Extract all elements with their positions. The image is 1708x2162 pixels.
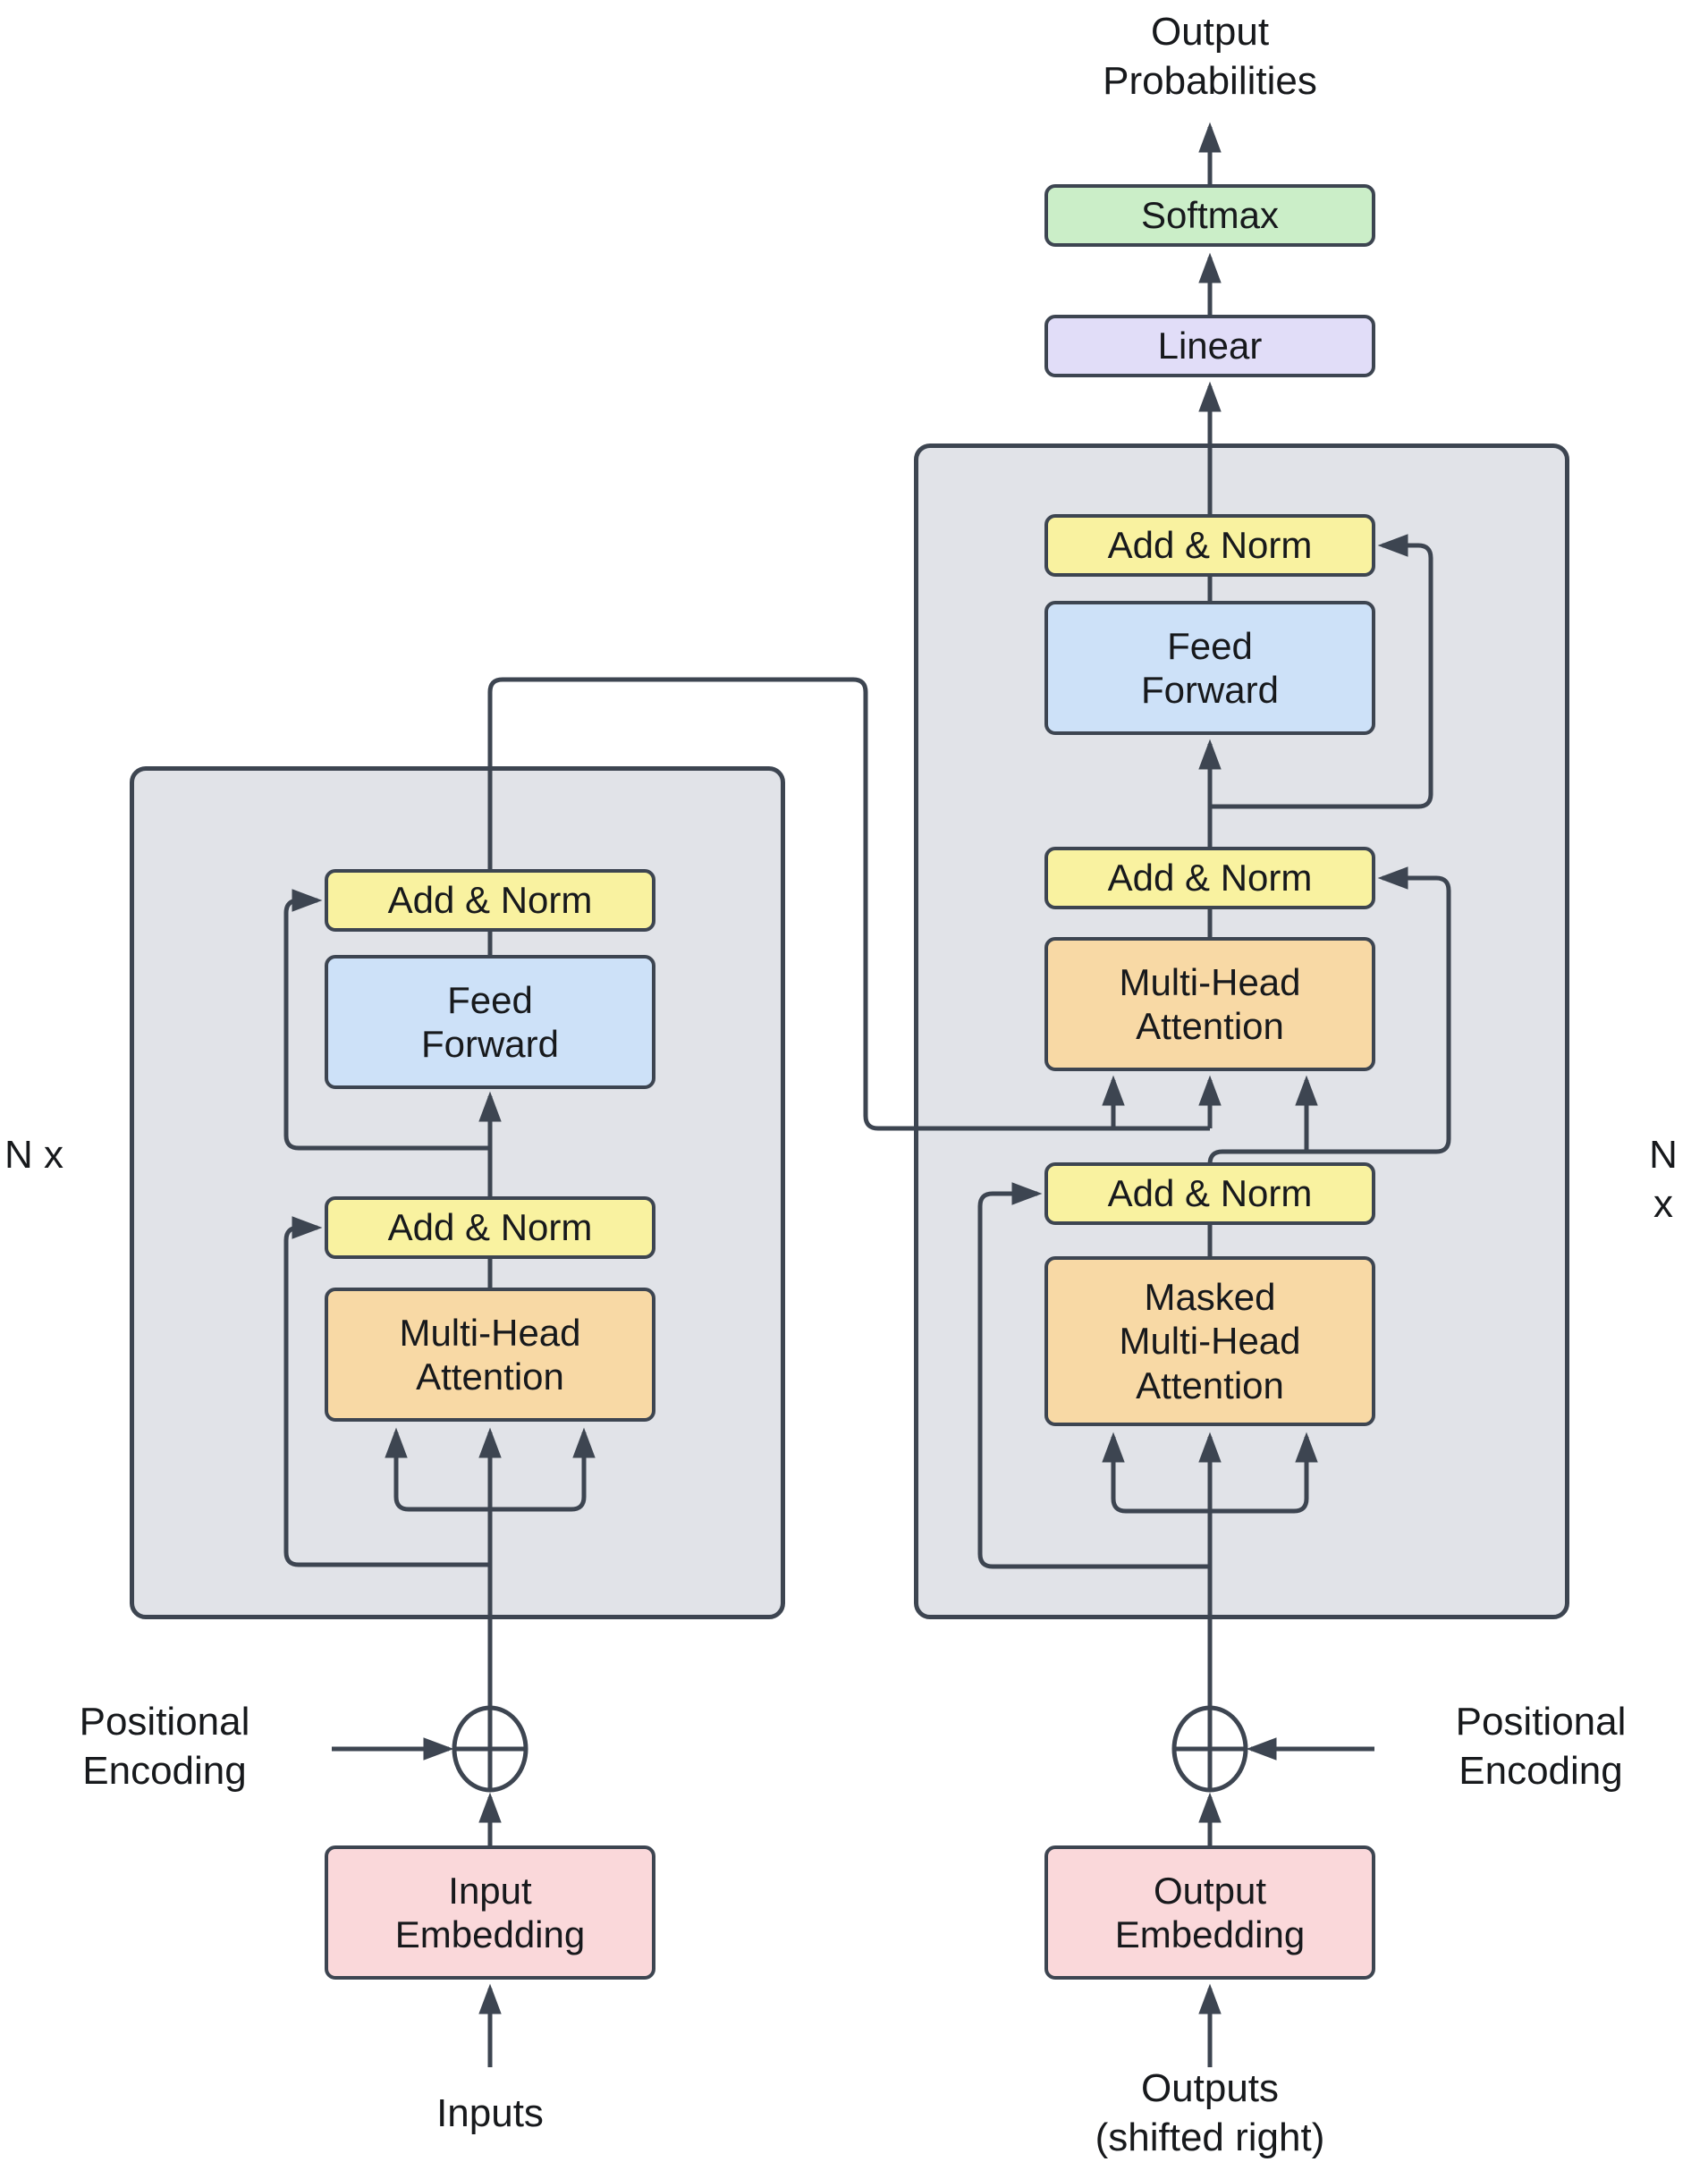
positional-encoding-right-label: Positional Encoding (1455, 1700, 1627, 1793)
residual-decoder-maskedmha-to-addnorm (977, 1182, 1210, 1569)
add-positional-cross-right (1174, 1708, 1246, 1790)
decoder-feed-forward-label: Feed Forward (1140, 624, 1280, 711)
residual-encoder-ff-to-addnorm-top (283, 889, 490, 1151)
decoder-add-norm-top-label: Add & Norm (1107, 524, 1313, 567)
input-embedding-label: Input Embedding (394, 1869, 586, 1955)
wire-encoder-qkv-branch-left (385, 1427, 490, 1512)
linear-block: Linear (1044, 315, 1375, 377)
decoder-add-norm-bottom-label: Add & Norm (1107, 1172, 1313, 1215)
decoder-add-norm-middle-block: Add & Norm (1044, 847, 1375, 909)
positional-encoding-left-label: Positional Encoding (79, 1700, 250, 1793)
softmax-label: Softmax (1140, 194, 1280, 237)
encoder-add-norm-bottom-block: Add & Norm (325, 1196, 655, 1259)
decoder-add-norm-top-block: Add & Norm (1044, 514, 1375, 577)
decoder-multi-head-attention-block: Multi-Head Attention (1044, 937, 1375, 1071)
wire-encoder-qkv-branch-right (490, 1427, 596, 1512)
decoder-masked-multi-head-attention-block: Masked Multi-Head Attention (1044, 1256, 1375, 1426)
encoder-add-norm-top-block: Add & Norm (325, 869, 655, 932)
encoder-feed-forward-block: Feed Forward (325, 955, 655, 1089)
decoder-add-norm-middle-label: Add & Norm (1107, 857, 1313, 899)
decoder-repeat-label: N x (1649, 1133, 1678, 1226)
encoder-add-norm-top-label: Add & Norm (387, 879, 593, 922)
residual-encoder-mha-to-addnorm (283, 1216, 490, 1567)
decoder-add-norm-bottom-block: Add & Norm (1044, 1162, 1375, 1225)
decoder-masked-multi-head-attention-label: Masked Multi-Head Attention (1119, 1276, 1301, 1406)
decoder-feed-forward-block: Feed Forward (1044, 601, 1375, 735)
encoder-multi-head-attention-block: Multi-Head Attention (325, 1288, 655, 1422)
wire-encoder-output-to-decoder (487, 677, 1210, 1131)
wire-decoder-qkv-branch-right (1210, 1431, 1318, 1514)
residual-decoder-ff-to-addnorm-top (1210, 534, 1433, 809)
input-embedding-block: Input Embedding (325, 1845, 655, 1980)
softmax-block: Softmax (1044, 184, 1375, 247)
decoder-multi-head-attention-label: Multi-Head Attention (1119, 960, 1301, 1047)
wire-decoder-query-jog (1207, 866, 1451, 1165)
add-positional-cross-left (454, 1708, 526, 1790)
output-embedding-label: Output Embedding (1114, 1869, 1306, 1955)
outputs-label: Outputs (shifted right) (1095, 2066, 1325, 2159)
linear-label: Linear (1157, 325, 1263, 367)
encoder-multi-head-attention-label: Multi-Head Attention (399, 1311, 581, 1398)
encoder-add-norm-bottom-label: Add & Norm (387, 1206, 593, 1249)
encoder-feed-forward-label: Feed Forward (420, 978, 560, 1065)
wire-decoder-qkv-branch-left (1102, 1431, 1210, 1514)
output-embedding-block: Output Embedding (1044, 1845, 1375, 1980)
inputs-label: Inputs (436, 2091, 544, 2135)
output-probabilities-label: Output Probabilities (1103, 10, 1317, 103)
encoder-repeat-label: N x (4, 1133, 63, 1177)
